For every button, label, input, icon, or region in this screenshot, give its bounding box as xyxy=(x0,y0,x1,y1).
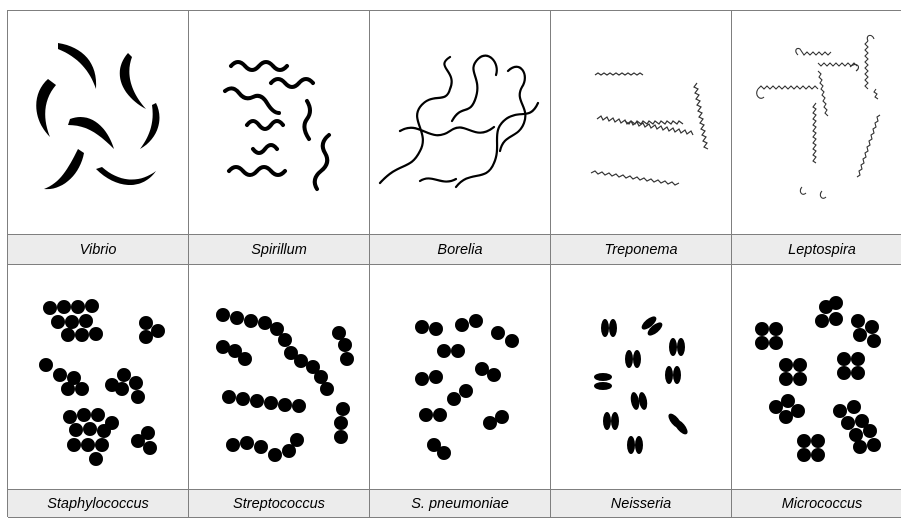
treponema-panel xyxy=(551,11,732,235)
neisseria-panel xyxy=(551,265,732,490)
micrococcus-label-cell: Micrococcus xyxy=(732,490,901,518)
s-pneumoniae-panel xyxy=(370,265,551,490)
leptospira-label-cell: Leptospira xyxy=(732,235,901,265)
staphylococcus-label-cell: Staphylococcus xyxy=(8,490,189,518)
micrococcus-label: Micrococcus xyxy=(782,496,863,512)
staphylococcus-panel xyxy=(8,265,189,490)
staphylococcus-icon xyxy=(8,265,188,489)
leptospira-icon xyxy=(732,11,901,235)
s-pneumoniae-label-cell: S. pneumoniae xyxy=(370,490,551,518)
neisseria-label: Neisseria xyxy=(611,496,671,512)
streptococcus-panel xyxy=(189,265,370,490)
spirillum-label: Spirillum xyxy=(251,242,307,258)
neisseria-icon xyxy=(551,265,731,489)
bacteria-morphology-table: Vibrio Spirillum Borelia Treponema Lepto… xyxy=(7,10,901,517)
s-pneumoniae-icon xyxy=(370,265,550,489)
vibrio-label: Vibrio xyxy=(80,242,117,258)
vibrio-panel xyxy=(8,11,189,235)
leptospira-label: Leptospira xyxy=(788,242,856,258)
micrococcus-icon xyxy=(732,265,901,489)
s-pneumoniae-label: S. pneumoniae xyxy=(411,496,509,512)
staphylococcus-label: Staphylococcus xyxy=(47,496,149,512)
neisseria-label-cell: Neisseria xyxy=(551,490,732,518)
streptococcus-label: Streptococcus xyxy=(233,496,325,512)
borelia-icon xyxy=(370,11,550,235)
spirillum-icon xyxy=(189,11,369,235)
vibrio-icon xyxy=(8,11,188,235)
spirillum-label-cell: Spirillum xyxy=(189,235,370,265)
treponema-icon xyxy=(551,11,731,235)
streptococcus-icon xyxy=(189,265,369,489)
vibrio-label-cell: Vibrio xyxy=(8,235,189,265)
treponema-label-cell: Treponema xyxy=(551,235,732,265)
spirillum-panel xyxy=(189,11,370,235)
treponema-label: Treponema xyxy=(604,242,677,258)
micrococcus-panel xyxy=(732,265,901,490)
borelia-label-cell: Borelia xyxy=(370,235,551,265)
borelia-label: Borelia xyxy=(437,242,482,258)
streptococcus-label-cell: Streptococcus xyxy=(189,490,370,518)
borelia-panel xyxy=(370,11,551,235)
leptospira-panel xyxy=(732,11,901,235)
